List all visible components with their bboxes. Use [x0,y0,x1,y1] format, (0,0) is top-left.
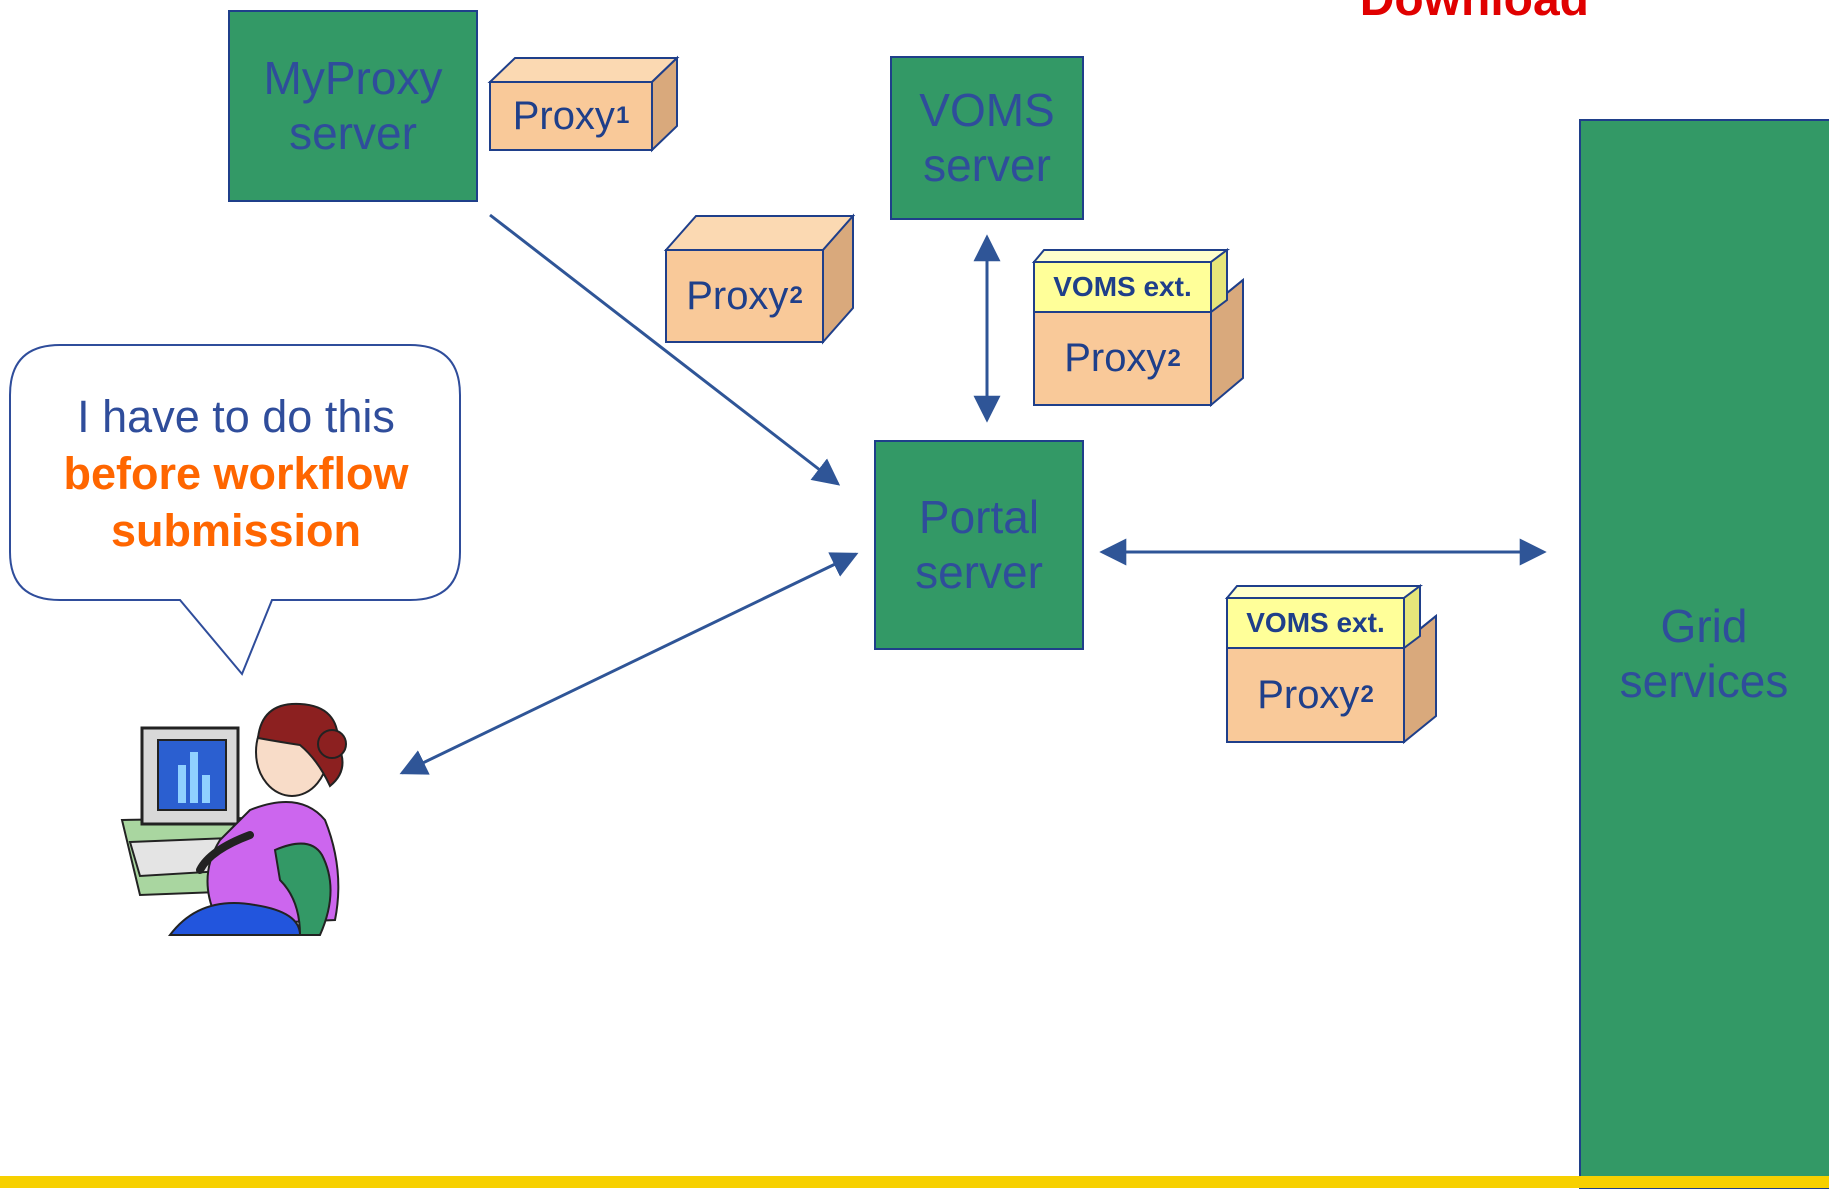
voms-ext-label-upper: VOMS ext. [1053,271,1192,302]
bubble-line-1: I have to do this [77,391,395,442]
proxy2-voms-box-lower [1224,584,1437,745]
myproxy-server-label: MyProxy server [263,51,443,159]
title-download: Download [1360,0,1589,27]
proxy2-voms-box-upper [1031,248,1244,408]
proxy2-box-upper [663,213,856,345]
voms-server-node: VOMS server [890,56,1084,220]
arrow-myproxy-to-portal [489,213,841,486]
arrow-user-portal [399,552,859,775]
grid-services-label: Grid services [1619,599,1789,707]
myproxy-server-node: MyProxy server [228,10,478,202]
bubble-emphasis: before workflow submission [63,448,409,557]
speech-bubble [9,344,461,676]
portal-server-node: Portal server [874,440,1084,650]
voms-ext-label-lower: VOMS ext. [1246,607,1385,638]
grid-services-node: Grid services [1579,119,1829,1189]
footer-bar [0,1176,1829,1188]
portal-server-label: Portal server [915,490,1043,598]
user-at-computer-icon [120,702,347,936]
voms-server-label: VOMS server [919,83,1055,191]
proxy1-box [487,55,680,153]
speech-bubble-text: I have to do this before workflow submis… [22,388,450,559]
